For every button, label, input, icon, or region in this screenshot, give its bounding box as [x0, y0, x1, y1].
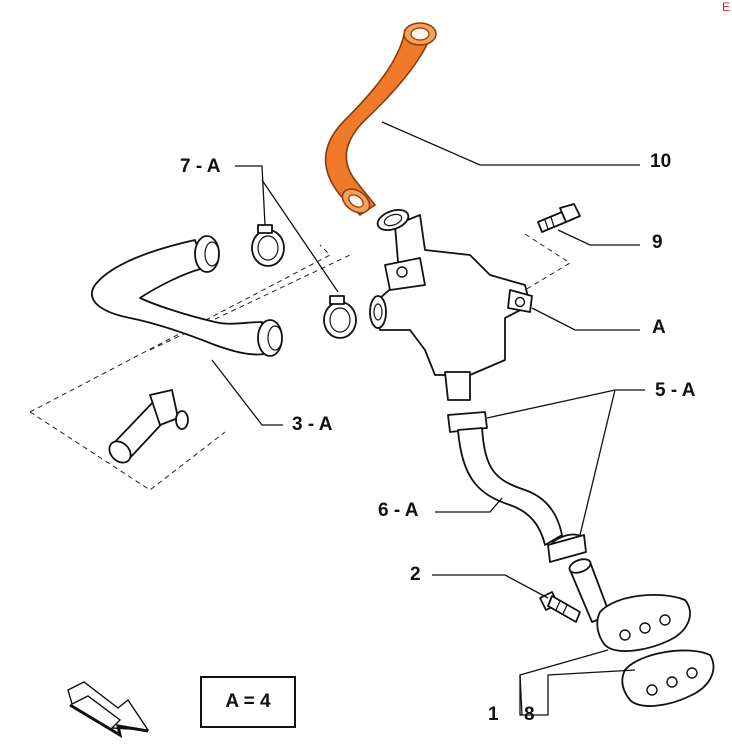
callout-7a: 7 - A — [180, 156, 221, 177]
direction-arrow-icon — [67, 681, 150, 739]
corner-mark: E — [721, 0, 730, 14]
callout-5a: 5 - A — [655, 380, 696, 401]
callout-3a: 3 - A — [292, 414, 333, 435]
callout-1: 1 — [488, 704, 499, 725]
pipe-flange-part-8 — [568, 558, 691, 652]
gasket-part-1 — [621, 649, 715, 707]
callout-labels: 10 7 - A 9 A 5 - A 3 - A 6 - A 2 1 8 — [180, 151, 696, 725]
dashed-reference-lines — [29, 233, 571, 491]
callout-8: 8 — [524, 704, 535, 725]
quantity-legend-box: A = 4 — [200, 676, 296, 728]
callout-a: A — [652, 317, 666, 338]
hose-clamps-part-5 — [447, 411, 587, 563]
hose-clamps-part-7 — [251, 224, 357, 339]
callout-10: 10 — [650, 151, 671, 172]
callout-9: 9 — [652, 232, 663, 253]
callout-2: 2 — [410, 564, 421, 585]
orange-hose-part-10 — [324, 22, 437, 217]
legend-text: A = 4 — [225, 691, 271, 712]
bent-hose-part-3 — [91, 235, 283, 357]
bolt-part-9 — [537, 203, 581, 233]
callout-6a: 6 - A — [378, 500, 419, 521]
leader-lines — [211, 121, 645, 716]
inset-elbow-fitting — [108, 389, 189, 464]
valve-housing — [369, 209, 533, 401]
lower-hose-part-6 — [457, 427, 563, 546]
